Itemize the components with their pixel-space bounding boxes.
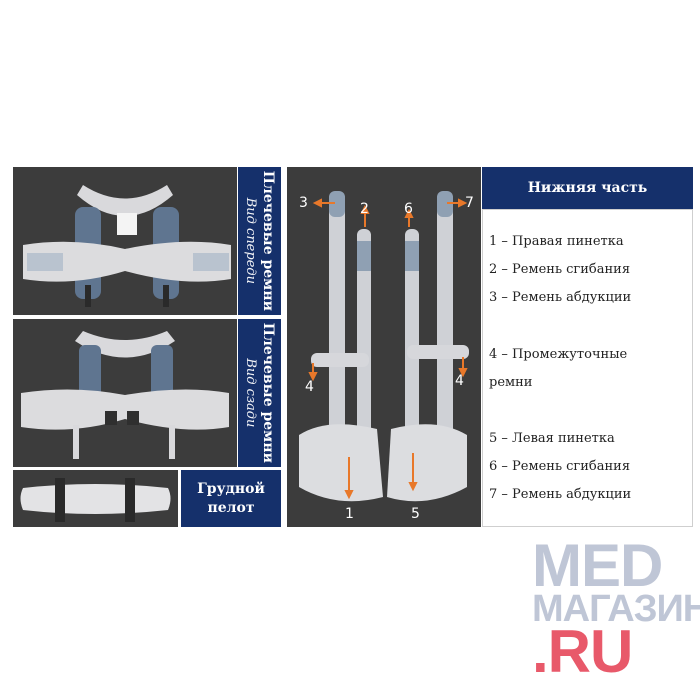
- legend-title: Нижняя часть: [482, 167, 693, 209]
- legend-item: 2 – Ремень сгибания: [489, 262, 631, 277]
- panel-chest-pad: [13, 470, 178, 527]
- label-chest-pad: Грудной пелот: [181, 470, 281, 527]
- panel-shoulder-front: [13, 167, 237, 315]
- lower-part-image: [299, 191, 469, 502]
- shoulder-back-subtitle: Вид сзади: [243, 358, 259, 428]
- legend-list: 1 – Правая пинетка 2 – Ремень сгибания 3…: [482, 209, 693, 527]
- marker-2: 2: [360, 201, 369, 217]
- legend-item: 3 – Ремень абдукции: [489, 290, 632, 305]
- legend-item: 1 – Правая пинетка: [489, 234, 624, 249]
- marker-6: 6: [404, 201, 413, 217]
- legend-item: 7 – Ремень абдукции: [489, 487, 632, 502]
- legend-item: 5 – Левая пинетка: [489, 431, 615, 446]
- chest-pad-line1: Грудной: [197, 481, 265, 498]
- label-shoulder-back: Плечевые ремни Вид сзади: [238, 319, 281, 467]
- marker-7: 7: [465, 195, 474, 211]
- chest-pad-line2: пелот: [207, 499, 255, 516]
- legend-item: 6 – Ремень сгибания: [489, 459, 631, 474]
- marker-4-right: 4: [455, 373, 464, 389]
- chest-pad-image: [20, 478, 171, 522]
- shoulder-front-subtitle: Вид спереди: [243, 197, 259, 285]
- panel-lower-part: 3 2 6 7 4 4 1 5: [287, 167, 481, 527]
- panel-shoulder-back: [13, 319, 237, 467]
- shoulder-front-image: [23, 185, 231, 307]
- logo-ru: .RU: [532, 618, 633, 685]
- marker-3: 3: [299, 195, 308, 211]
- label-shoulder-front: Плечевые ремни Вид спереди: [238, 167, 281, 315]
- logo-magazin: МАГАЗИН: [532, 588, 700, 630]
- shoulder-front-title: Плечевые ремни: [260, 170, 277, 312]
- logo-med: MED: [532, 532, 663, 599]
- marker-5: 5: [411, 506, 420, 522]
- marker-1: 1: [345, 506, 354, 522]
- shoulder-back-image: [21, 331, 229, 459]
- legend-item: ремни: [489, 375, 533, 390]
- marker-4-left: 4: [305, 379, 314, 395]
- legend-item: 4 – Промежуточные: [489, 347, 628, 362]
- shoulder-back-title: Плечевые ремни: [260, 322, 277, 464]
